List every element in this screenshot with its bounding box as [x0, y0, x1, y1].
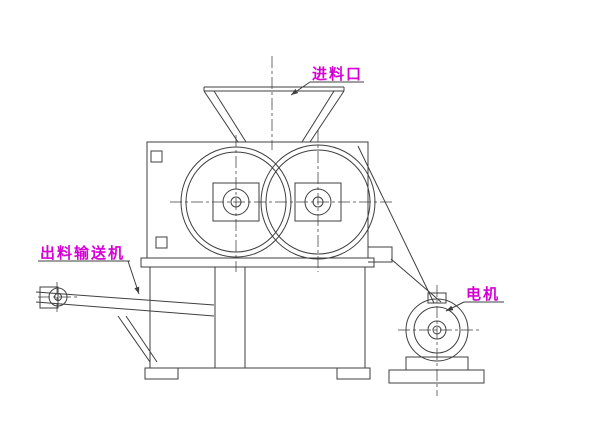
centerlines: [38, 56, 480, 396]
roller-right: [260, 144, 376, 260]
roller-right-outer-circle: [260, 144, 376, 260]
label-motor: 电机: [466, 285, 500, 303]
roller-left-shaft-circle: [222, 188, 250, 216]
motor-arrowhead: [446, 305, 454, 311]
motor: [388, 292, 485, 384]
stand-foot-left: [144, 367, 179, 380]
label-feed-inlet: 进料口: [312, 65, 363, 83]
roller-left-outer-circle: [180, 146, 292, 258]
front-plate: [146, 141, 369, 259]
stand-foot-right: [336, 367, 371, 380]
conveyor-brace: [117, 315, 158, 363]
roller-left-shaft-center: [230, 196, 242, 208]
feed-inlet-arrowhead: [291, 88, 299, 95]
arrowheads: [134, 88, 454, 311]
belt-line-upper: [357, 145, 435, 304]
motor-body-circle: [405, 298, 469, 362]
roller-right-bearing-block: [294, 182, 342, 222]
stand-frame: [140, 257, 375, 380]
conveyor-beam: [35, 291, 215, 317]
hopper-outline: [203, 86, 345, 143]
roller-left-bearing-block: [212, 182, 260, 222]
labels: 进料口 出料输送机 电机: [40, 65, 500, 303]
conveyor-end-bearing: [39, 286, 59, 309]
discharge-conveyor: [35, 286, 215, 363]
motor-base-lower: [388, 369, 485, 384]
hopper-inner-walls: [213, 90, 335, 143]
feed-inlet-leader: [290, 81, 364, 96]
conveyor-pulley-circle: [48, 287, 68, 307]
roller-left: [180, 146, 292, 258]
motor-inner-circle: [413, 306, 461, 354]
motor-leader: [445, 301, 504, 312]
leader-lines: [38, 81, 504, 312]
conveyor-arrowhead: [134, 286, 140, 294]
stand-flange: [140, 257, 375, 268]
motor-terminal-box: [427, 292, 447, 304]
conveyor-pulley-center: [54, 293, 62, 301]
right-bracket: [368, 246, 393, 263]
drive-belt: [357, 145, 442, 304]
bolt-square-top-left: [150, 150, 163, 163]
roller-right-inner-circle: [265, 149, 371, 255]
roller-right-shaft-center: [312, 196, 324, 208]
roller-right-shaft-circle: [304, 188, 332, 216]
motor-shaft-center: [432, 325, 442, 335]
motor-shaft-circle: [427, 320, 447, 340]
hopper: [203, 86, 345, 143]
belt-line-lower: [390, 258, 442, 303]
bolt-square-bottom-left: [155, 236, 168, 249]
roller-left-inner-circle: [185, 151, 287, 253]
label-discharge-conveyor: 出料输送机: [40, 244, 125, 262]
stand-legs: [149, 267, 366, 369]
linework: [35, 81, 504, 384]
